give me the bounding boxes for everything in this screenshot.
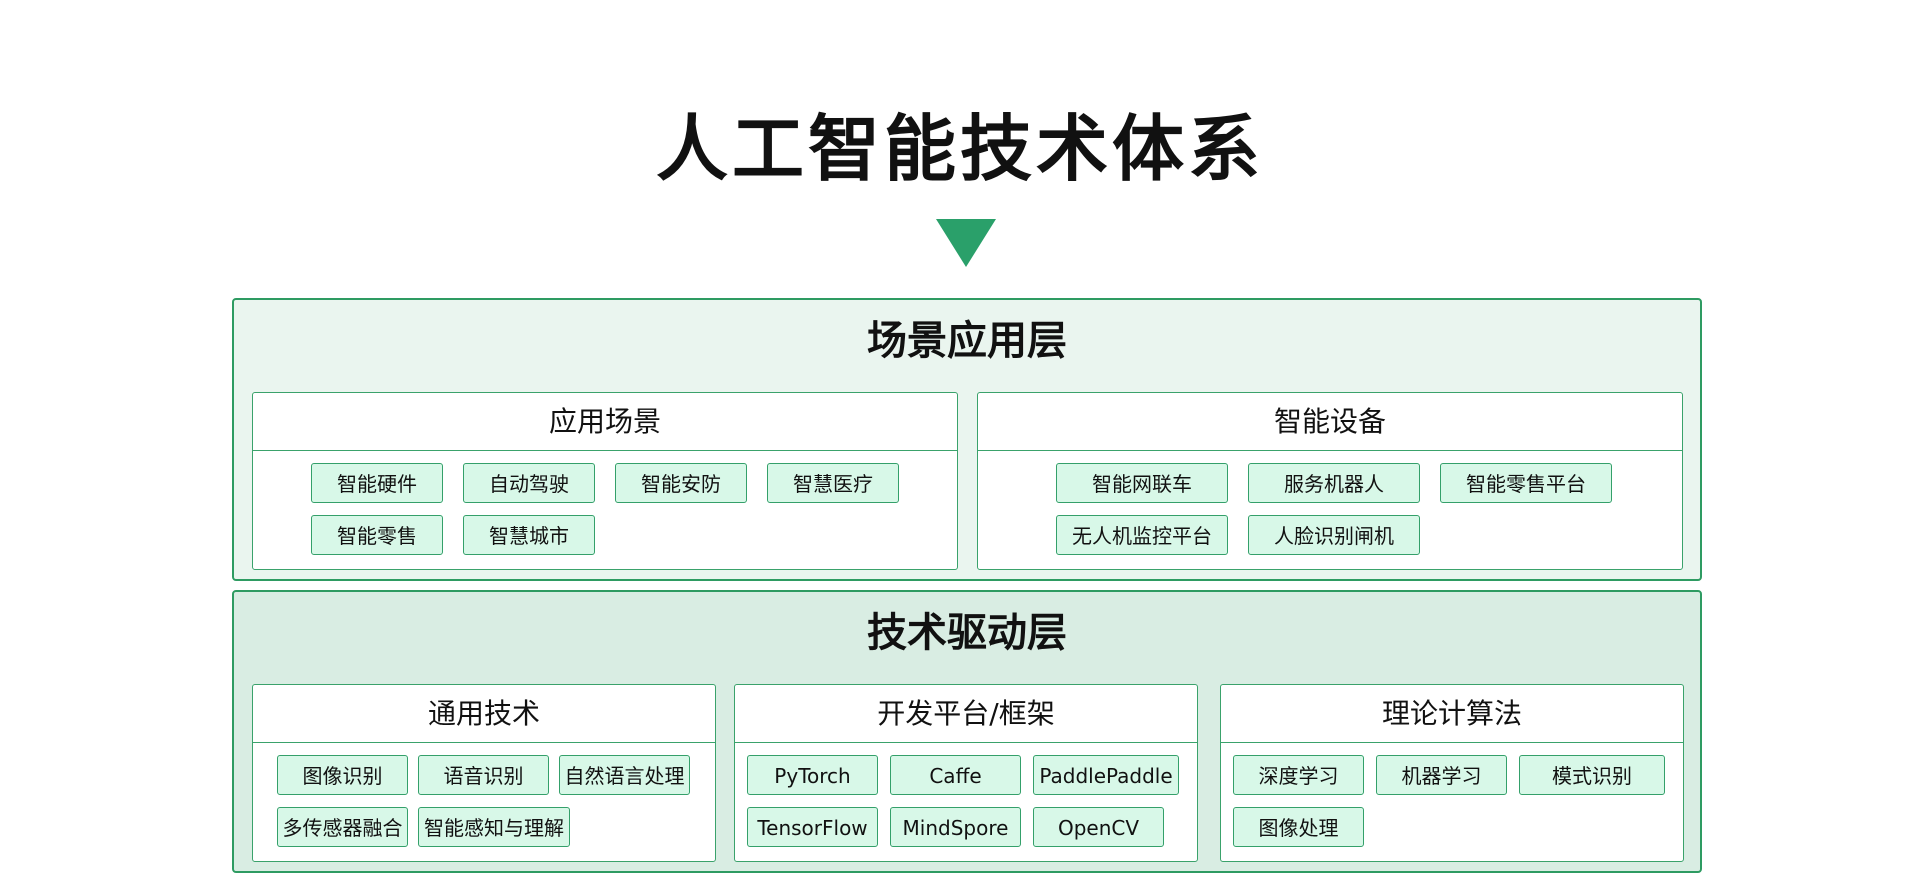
down-arrow-icon: [936, 219, 996, 267]
chip-item: 图像处理: [1233, 807, 1364, 847]
layer-technology-driven: 技术驱动层 通用技术 图像识别 语音识别 自然语言处理 多传感器融合 智能感知与…: [232, 590, 1702, 873]
panel-title: 通用技术: [253, 685, 715, 743]
chip-item: 无人机监控平台: [1056, 515, 1228, 555]
chip-item: 机器学习: [1376, 755, 1507, 795]
chip-item: TensorFlow: [747, 807, 878, 847]
panel-theory-algorithms: 理论计算法 深度学习 机器学习 模式识别 图像处理: [1220, 684, 1684, 862]
chip-item: 智慧城市: [463, 515, 595, 555]
chip-group: 深度学习 机器学习 模式识别 图像处理: [1221, 743, 1683, 847]
chip-item: PyTorch: [747, 755, 878, 795]
chip-item: 智能感知与理解: [418, 807, 570, 847]
panel-smart-devices: 智能设备 智能网联车 服务机器人 智能零售平台 无人机监控平台 人脸识别闸机: [977, 392, 1683, 570]
chip-item: 人脸识别闸机: [1248, 515, 1420, 555]
chip-item: 智能安防: [615, 463, 747, 503]
chip-item: PaddlePaddle: [1033, 755, 1179, 795]
chip-group: PyTorch Caffe PaddlePaddle TensorFlow Mi…: [735, 743, 1197, 847]
page-title: 人工智能技术体系: [655, 107, 1264, 191]
panel-dev-platforms: 开发平台/框架 PyTorch Caffe PaddlePaddle Tenso…: [734, 684, 1198, 862]
chip-item: 智能硬件: [311, 463, 443, 503]
chip-group: 智能网联车 服务机器人 智能零售平台 无人机监控平台 人脸识别闸机: [978, 451, 1682, 555]
chip-item: 智慧医疗: [767, 463, 899, 503]
panel-title: 理论计算法: [1221, 685, 1683, 743]
chip-group: 图像识别 语音识别 自然语言处理 多传感器融合 智能感知与理解: [253, 743, 715, 847]
chip-item: 智能零售平台: [1440, 463, 1612, 503]
chip-item: 图像识别: [277, 755, 408, 795]
chip-item: 语音识别: [418, 755, 549, 795]
chip-group: 智能硬件 自动驾驶 智能安防 智慧医疗 智能零售 智慧城市: [253, 451, 957, 555]
chip-item: Caffe: [890, 755, 1021, 795]
chip-item: 自然语言处理: [559, 755, 690, 795]
chip-item: 服务机器人: [1248, 463, 1420, 503]
layer-scene-application: 场景应用层 应用场景 智能硬件 自动驾驶 智能安防 智慧医疗 智能零售 智慧城市…: [232, 298, 1702, 581]
chip-item: 智能零售: [311, 515, 443, 555]
chip-item: 模式识别: [1519, 755, 1665, 795]
panel-general-technology: 通用技术 图像识别 语音识别 自然语言处理 多传感器融合 智能感知与理解: [252, 684, 716, 862]
chip-item: 深度学习: [1233, 755, 1364, 795]
layer-title: 技术驱动层: [867, 610, 1067, 656]
chip-item: 智能网联车: [1056, 463, 1228, 503]
chip-item: MindSpore: [890, 807, 1021, 847]
chip-item: 多传感器融合: [277, 807, 408, 847]
panel-application-scenarios: 应用场景 智能硬件 自动驾驶 智能安防 智慧医疗 智能零售 智慧城市: [252, 392, 958, 570]
layer-title: 场景应用层: [867, 318, 1067, 364]
chip-item: 自动驾驶: [463, 463, 595, 503]
panel-title: 开发平台/框架: [735, 685, 1197, 743]
panel-title: 应用场景: [253, 393, 957, 451]
chip-item: OpenCV: [1033, 807, 1164, 847]
panel-title: 智能设备: [978, 393, 1682, 451]
